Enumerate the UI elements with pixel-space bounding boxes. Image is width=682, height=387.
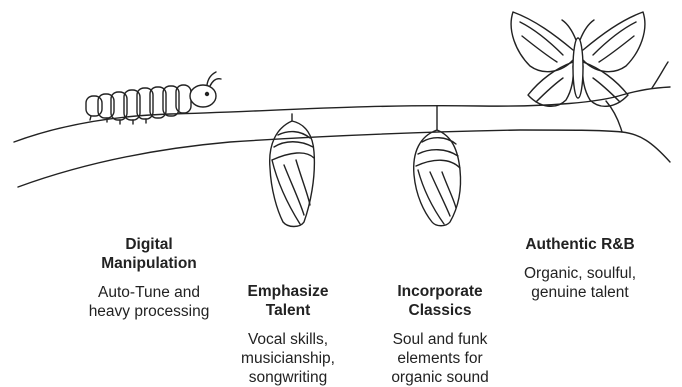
stage-incorporate-classics: Incorporate Classics Soul and funk eleme… bbox=[375, 282, 505, 387]
stage-title: Incorporate Classics bbox=[375, 282, 505, 320]
branch-illustration bbox=[14, 62, 670, 187]
stage-title: Authentic R&B bbox=[510, 235, 650, 254]
stage-description: Soul and funk elements for organic sound bbox=[375, 330, 505, 387]
stage-description: Auto-Tune and heavy processing bbox=[79, 283, 219, 321]
stage-authentic-rnb: Authentic R&B Organic, soulful, genuine … bbox=[510, 235, 650, 302]
stage-title: Digital Manipulation bbox=[79, 235, 219, 273]
stage-title: Emphasize Talent bbox=[228, 282, 348, 320]
butterfly-icon bbox=[511, 12, 645, 106]
chrysalis-icon bbox=[270, 114, 315, 227]
chrysalis-icon bbox=[414, 106, 461, 226]
stage-description: Organic, soulful, genuine talent bbox=[510, 264, 650, 302]
caterpillar-icon bbox=[86, 72, 221, 124]
stage-emphasize-talent: Emphasize Talent Vocal skills, musicians… bbox=[228, 282, 348, 387]
stage-digital-manipulation: Digital Manipulation Auto-Tune and heavy… bbox=[79, 235, 219, 321]
stage-description: Vocal skills, musicianship, songwriting bbox=[228, 330, 348, 387]
